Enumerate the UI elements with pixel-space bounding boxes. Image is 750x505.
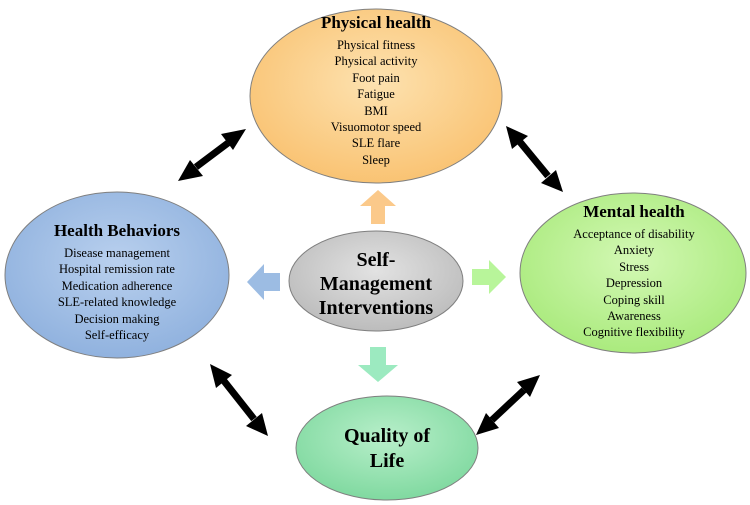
arrow-right-to-mental <box>472 260 506 294</box>
double-arrow-behaviors-physical <box>178 129 246 181</box>
center-title-line-3: Interventions <box>318 297 434 319</box>
double-arrow-behaviors-quality <box>210 364 268 436</box>
health-behaviors-ellipse <box>4 191 230 359</box>
physical-health-node: Physical health Physical fitness Physica… <box>262 12 490 168</box>
list-item: Stress <box>619 259 649 274</box>
list-item: Depression <box>605 276 663 291</box>
center-ellipse <box>288 230 464 332</box>
list-item: Visuomotor speed <box>330 120 422 135</box>
self-management-node: Self- Management Interventions <box>292 248 460 320</box>
mental-health-list: Acceptance of disability Anxiety Stress … <box>532 226 736 341</box>
list-item: Decision making <box>74 311 160 326</box>
list-item: SLE-related knowledge <box>57 295 177 310</box>
list-item: Anxiety <box>613 243 655 258</box>
list-item: Self-efficacy <box>84 328 150 343</box>
arrow-down-to-quality <box>358 347 398 382</box>
quality-title-line-2: Life <box>369 450 405 472</box>
list-item: SLE flare <box>351 136 401 151</box>
list-item: Medication adherence <box>61 278 173 293</box>
list-item: Sleep <box>362 152 390 167</box>
list-item: Acceptance of disability <box>573 227 695 241</box>
list-item: Foot pain <box>352 70 400 85</box>
physical-health-list: Physical fitness Physical activity Foot … <box>262 37 490 168</box>
list-item: Hospital remission rate <box>59 262 175 277</box>
physical-health-title: Physical health <box>320 13 432 32</box>
health-behaviors-node: Health Behaviors Disease management Hosp… <box>12 220 222 343</box>
center-title-line-2: Management <box>319 273 433 295</box>
list-item: Coping skill <box>603 292 665 307</box>
list-item: Fatigue <box>357 87 395 102</box>
list-item: BMI <box>364 103 388 118</box>
arrow-left-to-behaviors <box>247 264 280 300</box>
list-item: Awareness <box>607 309 661 324</box>
mental-health-ellipse <box>519 192 747 354</box>
mental-health-node: Mental health Acceptance of disability A… <box>532 201 736 341</box>
health-behaviors-title: Health Behaviors <box>53 221 181 240</box>
arrow-up-to-physical <box>360 190 396 224</box>
center-title-line-1: Self- <box>356 249 396 271</box>
list-item: Physical fitness <box>336 38 416 52</box>
list-item: Physical activity <box>334 54 418 69</box>
quality-title-line-1: Quality of <box>343 425 431 447</box>
double-arrow-mental-quality <box>476 375 540 435</box>
list-item: Disease management <box>64 246 170 260</box>
physical-health-ellipse <box>249 8 503 184</box>
double-arrow-physical-mental <box>506 126 563 192</box>
quality-of-life-ellipse <box>295 395 479 501</box>
mental-health-title: Mental health <box>583 202 685 221</box>
health-behaviors-list: Disease management Hospital remission ra… <box>12 245 222 343</box>
list-item: Cognitive flexibility <box>583 325 685 340</box>
quality-of-life-node: Quality of Life <box>306 424 468 474</box>
